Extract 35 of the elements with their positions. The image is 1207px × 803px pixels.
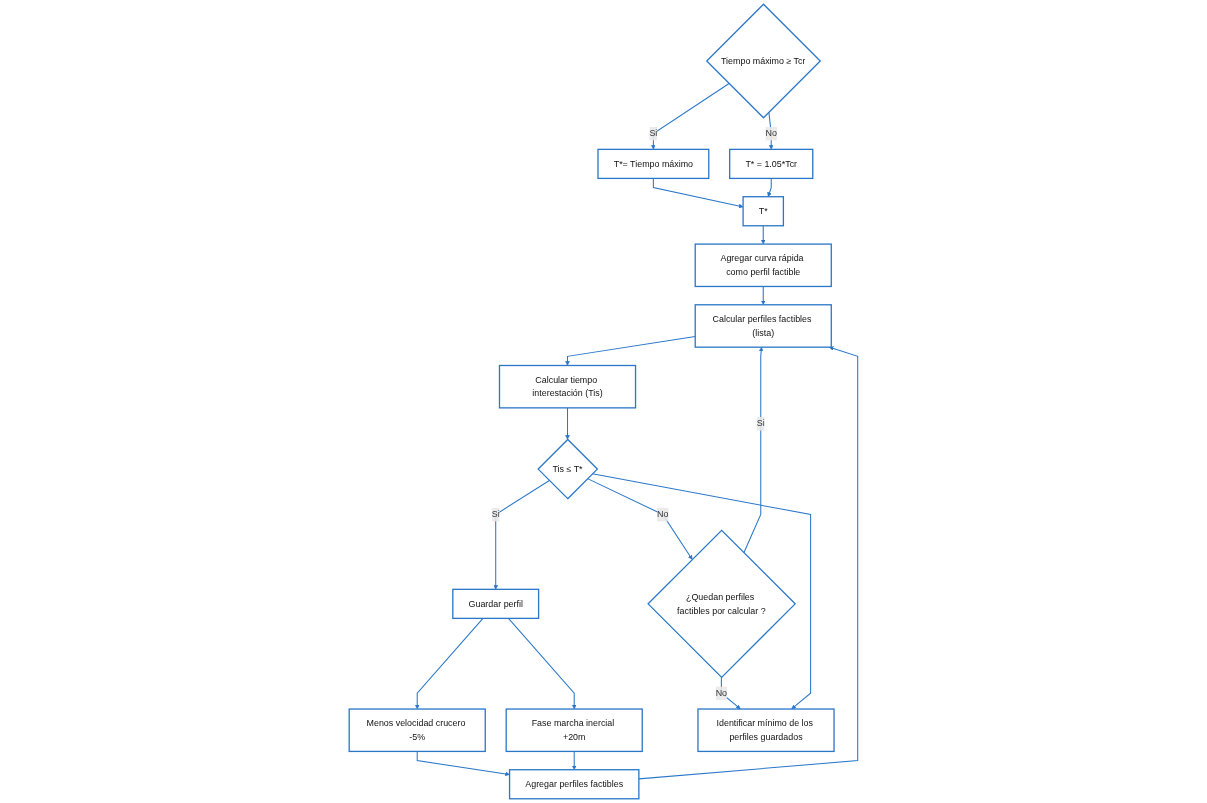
node-diamond: Tis ≤ T* xyxy=(537,438,599,500)
arrow xyxy=(743,347,764,554)
node-box: Menos velocidad crucero -5% xyxy=(348,708,486,753)
node-box: Agregar perfiles factibles xyxy=(508,769,640,800)
arrow xyxy=(571,750,577,770)
node-box: T*= Tiempo máximo xyxy=(597,148,710,180)
arrow xyxy=(587,478,693,560)
node-box: Calcular perfiles factibles (lista) xyxy=(694,304,832,348)
edge-label: Si xyxy=(491,509,500,520)
edge-label: No xyxy=(765,128,777,139)
node-box: Agregar curva rápida como perfil factible xyxy=(694,243,832,288)
edge-label: No xyxy=(715,688,728,699)
arrow xyxy=(761,225,766,245)
node-box: Guardar perfil xyxy=(452,588,540,620)
edge-label: Si xyxy=(649,128,658,139)
arrow xyxy=(652,177,744,209)
node-box: Identificar mínimo de los perfiles guardados xyxy=(697,708,835,753)
edge-label: No xyxy=(657,509,669,520)
node-diamond: ¿Quedan perfiles factibles por calcular ? xyxy=(647,529,797,679)
node-box: Fase marcha inercial +20m xyxy=(505,708,643,753)
arrow xyxy=(508,617,577,710)
node-box: Calcular tiempo interestación (Tis) xyxy=(498,364,637,409)
arrow xyxy=(761,285,766,305)
node-box: T* = 1.05*Tcr xyxy=(729,148,814,180)
arrow xyxy=(565,407,570,440)
node-diamond: Tiempo máximo ≥ Tcr xyxy=(705,3,822,119)
arrow xyxy=(416,750,510,777)
arrow xyxy=(493,480,550,590)
node-box: T* xyxy=(742,196,785,227)
arrow xyxy=(767,177,772,197)
arrow xyxy=(414,617,484,710)
edge-label: Si xyxy=(756,418,765,429)
arrow xyxy=(651,83,730,150)
arrow xyxy=(638,346,859,780)
arrow xyxy=(565,336,696,366)
